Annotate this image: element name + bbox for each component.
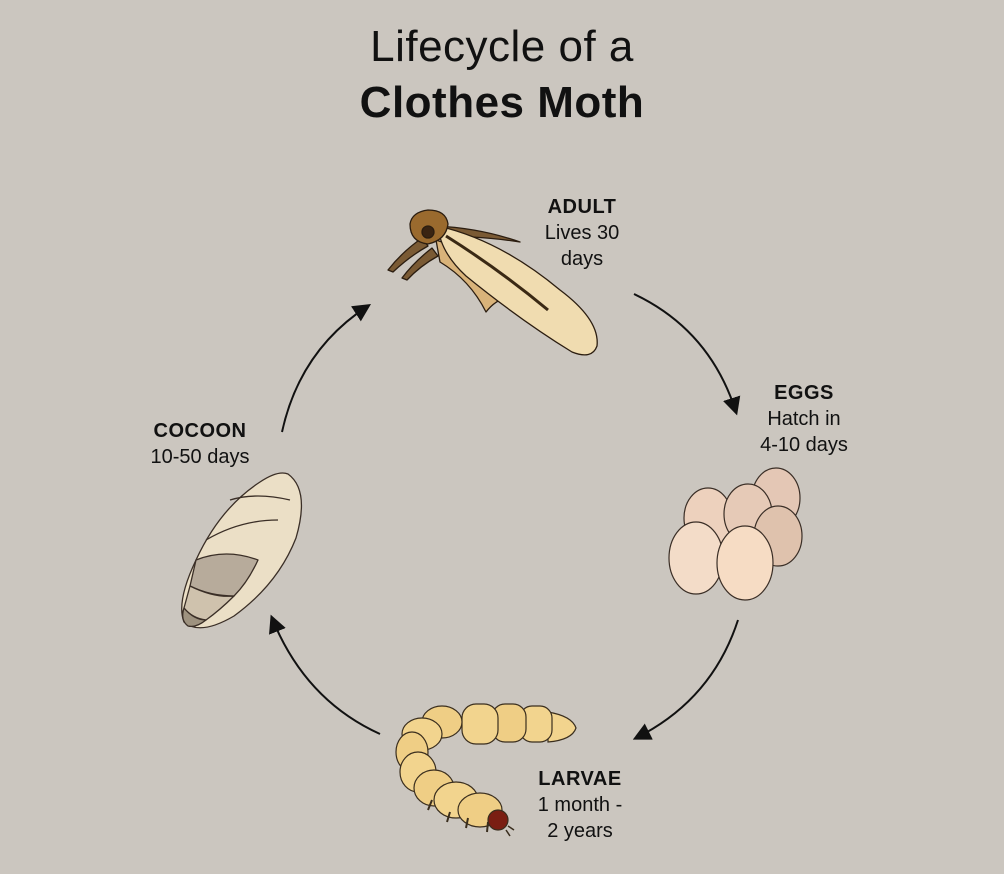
adult-moth-illustration xyxy=(387,209,598,356)
stage-name: EGGS xyxy=(774,382,834,404)
stage-duration-1: 1 month - xyxy=(537,794,623,816)
eggs-illustration xyxy=(668,467,803,601)
stage-duration-1: Lives 30 xyxy=(544,222,620,244)
arrow-eggs-to-larvae xyxy=(632,619,739,740)
arrow-adult-to-eggs xyxy=(633,293,741,416)
stage-duration-1: Hatch in xyxy=(767,408,841,430)
stage-name: COCOON xyxy=(153,420,247,442)
stage-duration-2: 2 years xyxy=(547,820,613,842)
arrow-cocoon-to-adult xyxy=(281,304,372,433)
stage-duration-2: 4-10 days xyxy=(760,434,848,456)
stage-name: LARVAE xyxy=(538,768,622,790)
stage-cocoon-label: COCOON 10-50 days xyxy=(126,418,274,470)
larva-illustration xyxy=(395,703,577,837)
cocoon-illustration xyxy=(181,472,302,629)
stage-duration-1: 10-50 days xyxy=(150,446,250,468)
stage-adult-label: ADULT Lives 30 days xyxy=(512,194,652,272)
title-line-2: Clothes Moth xyxy=(359,78,645,127)
stage-name: ADULT xyxy=(547,196,617,218)
stage-eggs-label: EGGS Hatch in 4-10 days xyxy=(734,380,874,458)
arrow-larvae-to-cocoon xyxy=(269,614,381,735)
stage-duration-2: days xyxy=(560,248,604,270)
title-line-1: Lifecycle of a xyxy=(370,22,634,71)
stage-larvae-label: LARVAE 1 month - 2 years xyxy=(510,766,650,844)
